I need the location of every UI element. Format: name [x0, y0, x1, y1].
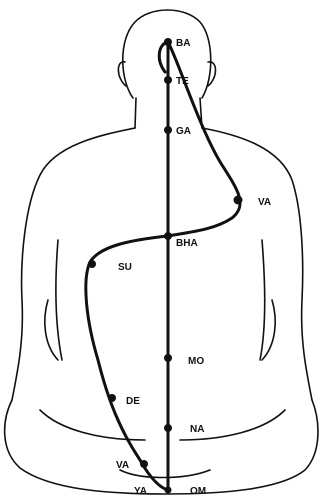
point-label-de: DE [126, 396, 140, 407]
point-dot-ga [164, 126, 172, 134]
point-dot-te [164, 76, 172, 84]
right-inner-arm [260, 240, 265, 360]
point-dot-de [108, 394, 116, 402]
leg-fold-left [40, 410, 145, 440]
left-inner-arm [56, 240, 62, 360]
point-dot-mo [164, 354, 172, 362]
point-markers: BA TE GA VA BHA SU MO DE NA VA YA OM [88, 38, 271, 497]
point-label-na: NA [190, 424, 204, 435]
point-dot-na [164, 424, 172, 432]
right-curve [168, 42, 240, 236]
legs-outline [5, 400, 318, 494]
point-label-su: SU [118, 262, 132, 273]
right-shoulder-arm [202, 128, 312, 400]
point-label-bha: BHA [176, 238, 198, 249]
point-dot-su [88, 260, 96, 268]
neck-left [135, 98, 136, 128]
point-label-ga: GA [176, 126, 191, 137]
point-label-te: TE [176, 76, 189, 87]
point-label-ya: YA [134, 486, 147, 497]
point-dot-va-lower [140, 460, 148, 468]
point-label-va-upper: VA [258, 197, 271, 208]
figure-outline [5, 10, 318, 494]
point-label-va-lower: VA [116, 460, 129, 471]
point-label-ba: BA [176, 38, 190, 49]
ankle-fold [120, 470, 210, 478]
point-label-mo: MO [188, 356, 204, 367]
energy-path [86, 42, 240, 490]
left-curve [86, 236, 168, 490]
point-label-om: OM [190, 486, 206, 497]
left-shoulder-arm [12, 128, 135, 400]
point-dot-bha [164, 232, 172, 240]
point-dot-va-upper [234, 196, 243, 205]
point-dot-om [165, 487, 172, 494]
point-dot-ba [164, 38, 172, 46]
